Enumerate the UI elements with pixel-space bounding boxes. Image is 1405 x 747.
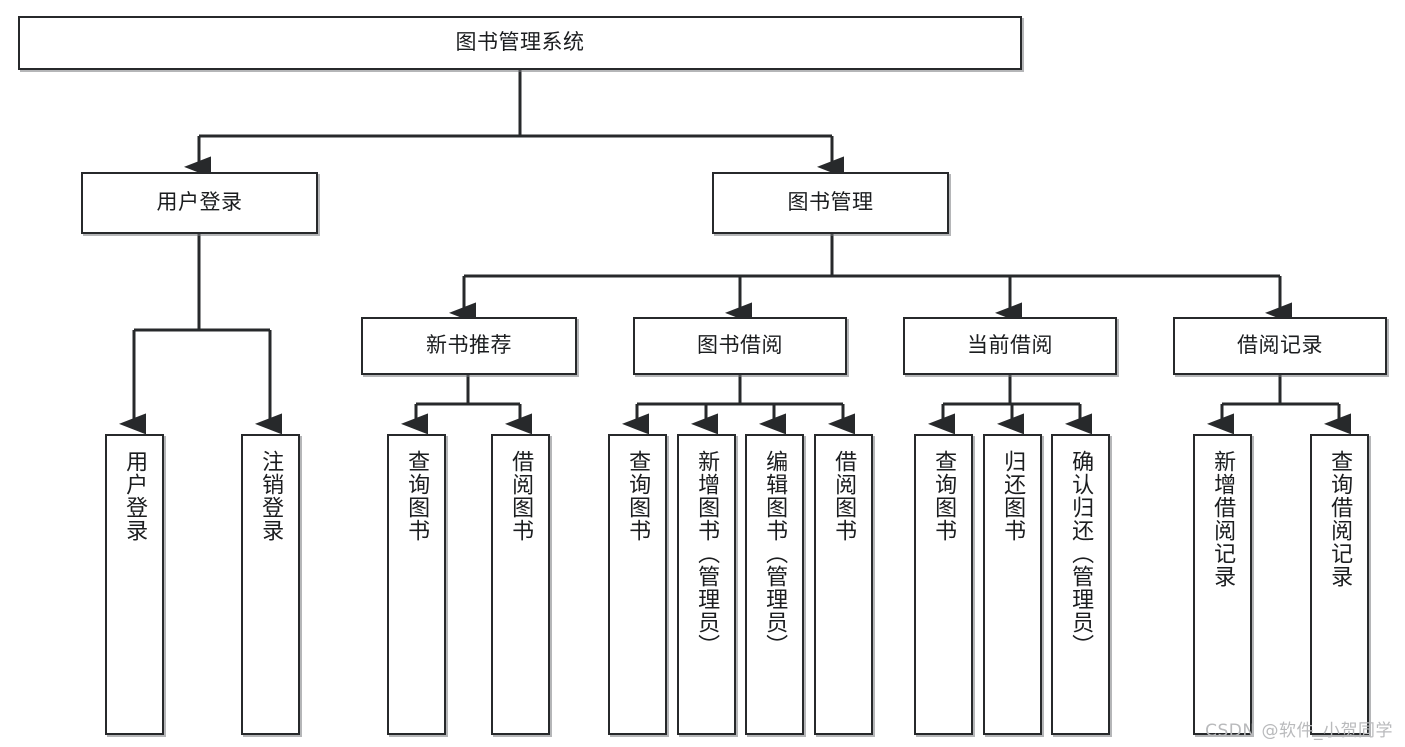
node-leaf-borrow-query-label: 查询图书 <box>625 450 651 542</box>
node-leaf-borrow-add-label: 新增图书（管理员） <box>694 450 720 657</box>
node-book-manage[interactable]: 图书管理 <box>712 172 949 234</box>
node-leaf-cur-return[interactable]: 归还图书 <box>983 434 1042 735</box>
node-leaf-rec-add-label: 新增借阅记录 <box>1210 450 1236 588</box>
node-leaf-borrow-query[interactable]: 查询图书 <box>608 434 667 735</box>
node-leaf-borrow-take-label: 借阅图书 <box>831 450 857 542</box>
node-user-login[interactable]: 用户登录 <box>81 172 318 234</box>
node-leaf-user-login-label: 用户登录 <box>122 450 148 542</box>
node-leaf-user-login[interactable]: 用户登录 <box>105 434 164 735</box>
node-leaf-rec-search[interactable]: 查询借阅记录 <box>1310 434 1369 735</box>
node-leaf-rec-query[interactable]: 查询图书 <box>387 434 446 735</box>
node-root-label: 图书管理系统 <box>455 30 585 55</box>
node-current-borrow-label: 当前借阅 <box>967 333 1053 358</box>
node-leaf-borrow-take[interactable]: 借阅图书 <box>814 434 873 735</box>
node-book-borrow-label: 图书借阅 <box>697 333 783 358</box>
node-leaf-cur-confirm-label: 确认归还（管理员） <box>1068 450 1094 657</box>
node-book-borrow[interactable]: 图书借阅 <box>633 317 847 375</box>
watermark: CSDN @软件_小贺同学 <box>1205 721 1393 741</box>
node-leaf-user-logout[interactable]: 注销登录 <box>241 434 300 735</box>
node-new-book-rec[interactable]: 新书推荐 <box>361 317 577 375</box>
node-root[interactable]: 图书管理系统 <box>18 16 1022 70</box>
node-leaf-rec-borrow[interactable]: 借阅图书 <box>491 434 550 735</box>
node-borrow-record-label: 借阅记录 <box>1237 333 1323 358</box>
node-leaf-rec-query-label: 查询图书 <box>404 450 430 542</box>
node-leaf-cur-query-label: 查询图书 <box>931 450 957 542</box>
node-current-borrow[interactable]: 当前借阅 <box>903 317 1117 375</box>
node-user-login-label: 用户登录 <box>156 190 243 215</box>
node-leaf-rec-add[interactable]: 新增借阅记录 <box>1193 434 1252 735</box>
node-leaf-cur-confirm[interactable]: 确认归还（管理员） <box>1051 434 1110 735</box>
node-leaf-rec-search-label: 查询借阅记录 <box>1327 450 1353 588</box>
node-borrow-record[interactable]: 借阅记录 <box>1173 317 1387 375</box>
node-leaf-user-logout-label: 注销登录 <box>258 450 284 542</box>
node-new-book-rec-label: 新书推荐 <box>426 333 512 358</box>
node-leaf-borrow-add[interactable]: 新增图书（管理员） <box>677 434 736 735</box>
node-leaf-cur-return-label: 归还图书 <box>1000 450 1026 542</box>
node-leaf-rec-borrow-label: 借阅图书 <box>508 450 534 542</box>
node-leaf-borrow-edit-label: 编辑图书（管理员） <box>762 450 788 657</box>
node-book-manage-label: 图书管理 <box>787 190 874 215</box>
node-leaf-cur-query[interactable]: 查询图书 <box>914 434 973 735</box>
node-leaf-borrow-edit[interactable]: 编辑图书（管理员） <box>745 434 804 735</box>
